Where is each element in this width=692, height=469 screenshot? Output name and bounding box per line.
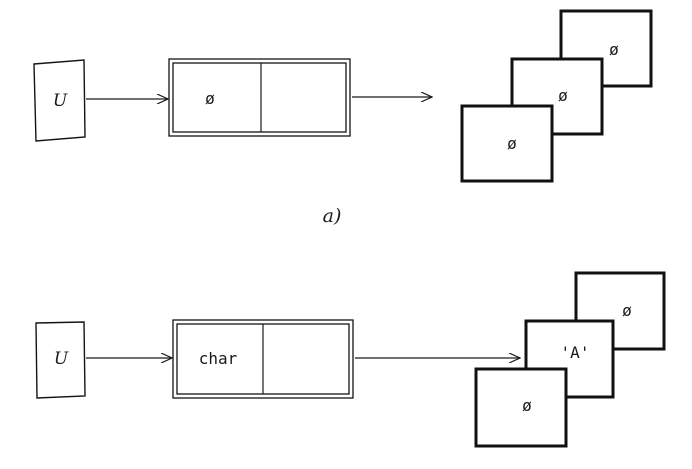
source-node-b	[35, 321, 86, 399]
source-node-a	[33, 59, 86, 142]
stack-box-middle-a	[510, 57, 604, 136]
stack-box-front-b	[474, 367, 568, 448]
pair-cell-b	[172, 319, 354, 399]
pair-cell-a	[168, 58, 351, 137]
stack-box-middle-b	[524, 319, 615, 399]
source-label-b: U	[54, 349, 69, 369]
stack-box-front-label-b: ø	[522, 396, 532, 415]
stack-box-front-label-a: ø	[507, 134, 517, 153]
stack-box-back-label-a: ø	[609, 40, 619, 59]
stack-box-middle-label-b: 'A'	[561, 343, 590, 362]
source-label-a: U	[53, 91, 68, 111]
stack-box-back-a	[559, 9, 653, 88]
stack-box-middle-label-a: ø	[558, 86, 568, 105]
caption-a: a)	[323, 205, 342, 227]
stack-box-back-label-b: ø	[622, 301, 632, 320]
pair-cell-left-b: char	[199, 349, 238, 368]
diagram-a: U ø ø ø ø	[33, 9, 653, 183]
pair-cell-left-a: ø	[205, 89, 215, 108]
diagram-b: U char ø 'A' ø	[35, 271, 666, 448]
stack-box-front-a	[460, 104, 554, 183]
